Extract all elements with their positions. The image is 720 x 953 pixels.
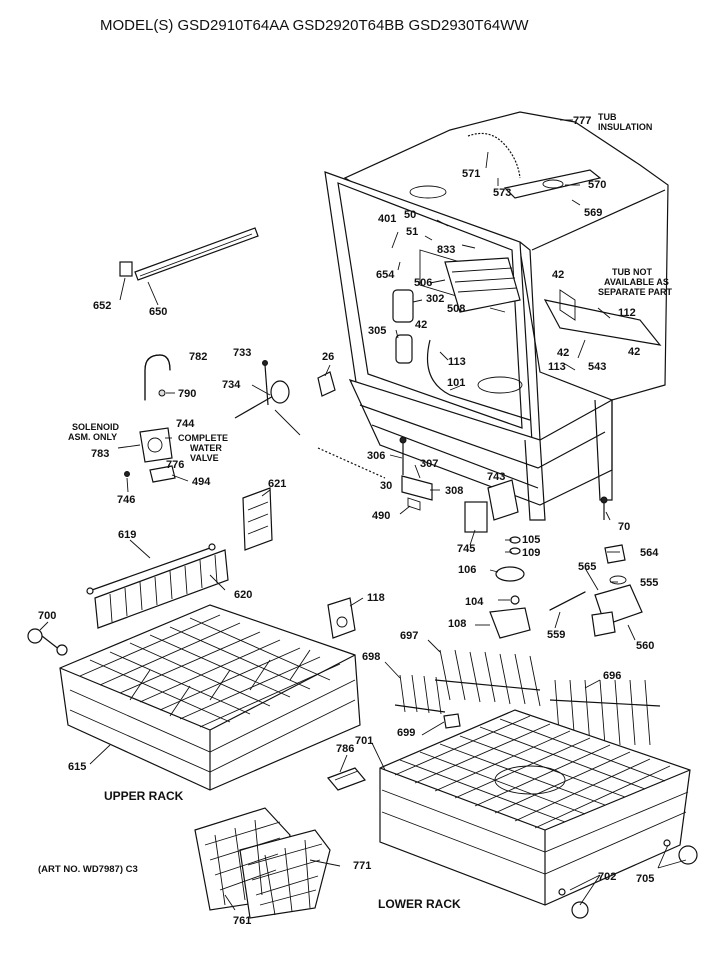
- part-label-743: 743: [487, 471, 505, 483]
- part-label-652: 652: [93, 300, 111, 312]
- art-number: (ART NO. WD7987) C3: [38, 864, 138, 875]
- part-label-705: 705: [636, 873, 654, 885]
- leader-lines: [39, 119, 687, 911]
- part-label-570: 570: [588, 179, 606, 191]
- part-label-113-b: 113: [548, 361, 566, 373]
- part-label-696: 696: [603, 670, 621, 682]
- part-label-620: 620: [234, 589, 252, 601]
- part-label-42-a: 42: [415, 319, 427, 331]
- part-label-106: 106: [458, 564, 476, 576]
- part-label-619: 619: [118, 529, 136, 541]
- note-complete-line3: VALVE: [190, 453, 219, 463]
- part-label-786: 786: [336, 743, 354, 755]
- part-label-490: 490: [372, 510, 390, 522]
- upper-rack: [59, 604, 361, 791]
- part-label-113-a: 113: [448, 356, 466, 368]
- part-label-51: 51: [406, 226, 418, 238]
- part-label-118: 118: [367, 592, 385, 604]
- part-number-labels: 777 571 573 570 569 50 51 401 833 654 50…: [38, 115, 659, 927]
- part-label-654: 654: [376, 269, 395, 281]
- part-label-70: 70: [618, 521, 630, 533]
- part-label-733: 733: [233, 347, 251, 359]
- diagram-title: MODEL(S) GSD2910T64AA GSD2920T64BB GSD29…: [100, 17, 529, 34]
- part-label-112: 112: [618, 307, 636, 319]
- part-label-508: 508: [447, 303, 465, 315]
- part-label-701: 701: [355, 735, 373, 747]
- caption-upper-rack: UPPER RACK: [104, 789, 184, 803]
- part-label-790: 790: [178, 388, 196, 400]
- part-label-308: 308: [445, 485, 463, 497]
- part-label-30: 30: [380, 480, 392, 492]
- part-label-745: 745: [457, 543, 475, 555]
- part-label-621: 621: [268, 478, 286, 490]
- note-solenoid-line1: SOLENOID: [72, 422, 120, 432]
- note-complete-line1: COMPLETE: [178, 433, 228, 443]
- part-label-559: 559: [547, 629, 565, 641]
- tub-assembly: [317, 111, 669, 533]
- part-label-650: 650: [149, 306, 167, 318]
- part-label-307: 307: [420, 458, 438, 470]
- part-label-777: 777: [573, 115, 591, 127]
- part-label-555: 555: [640, 577, 658, 589]
- part-label-543: 543: [588, 361, 606, 373]
- part-label-700: 700: [38, 610, 56, 622]
- part-label-571: 571: [462, 168, 480, 180]
- note-solenoid-line2: ASM. ONLY: [68, 432, 117, 442]
- part-label-615: 615: [68, 761, 86, 773]
- note-tub-insulation-line1: TUB: [598, 112, 617, 122]
- part-label-101: 101: [447, 377, 465, 389]
- part-label-108: 108: [448, 618, 466, 630]
- part-label-698: 698: [362, 651, 380, 663]
- part-label-734: 734: [222, 379, 241, 391]
- part-label-105: 105: [522, 534, 540, 546]
- note-tub-insulation-line2: INSULATION: [598, 122, 652, 132]
- part-label-702: 702: [598, 871, 616, 883]
- part-label-564: 564: [640, 547, 659, 559]
- part-label-305: 305: [368, 325, 386, 337]
- caption-lower-rack: LOWER RACK: [378, 897, 461, 911]
- part-label-42-c: 42: [628, 346, 640, 358]
- part-label-401: 401: [378, 213, 396, 225]
- note-tub-not-line2: AVAILABLE AS: [604, 277, 669, 287]
- silverware-basket: [194, 807, 331, 919]
- part-label-782: 782: [189, 351, 207, 363]
- part-label-560: 560: [636, 640, 654, 652]
- part-label-42-b: 42: [552, 269, 564, 281]
- left-small-parts: [27, 227, 336, 656]
- rack-rollers: [558, 839, 698, 919]
- middle-parts: [326, 536, 661, 791]
- part-label-565: 565: [578, 561, 596, 573]
- part-label-776: 776: [166, 459, 184, 471]
- part-label-42-d: 42: [557, 347, 569, 359]
- note-tub-not-line3: SEPARATE PART: [598, 287, 673, 297]
- lower-rack: [379, 709, 691, 906]
- part-label-506: 506: [414, 277, 432, 289]
- part-label-783: 783: [91, 448, 109, 460]
- part-label-697: 697: [400, 630, 418, 642]
- part-label-699: 699: [397, 727, 415, 739]
- note-tub-not-line1: TUB NOT: [612, 267, 652, 277]
- note-complete-line2: WATER: [190, 443, 222, 453]
- part-label-306: 306: [367, 450, 385, 462]
- part-label-109: 109: [522, 547, 540, 559]
- part-label-573: 573: [493, 187, 511, 199]
- part-label-104: 104: [465, 596, 484, 608]
- part-label-744: 744: [176, 418, 195, 430]
- part-label-771: 771: [353, 860, 371, 872]
- part-label-569: 569: [584, 207, 602, 219]
- part-label-494: 494: [192, 476, 211, 488]
- part-label-26: 26: [322, 351, 334, 363]
- part-label-302: 302: [426, 293, 444, 305]
- part-label-833: 833: [437, 244, 455, 256]
- part-label-50: 50: [404, 209, 416, 221]
- notes: TUB INSULATION TUB NOT AVAILABLE AS SEPA…: [68, 112, 673, 463]
- part-label-761: 761: [233, 915, 251, 927]
- part-label-746: 746: [117, 494, 135, 506]
